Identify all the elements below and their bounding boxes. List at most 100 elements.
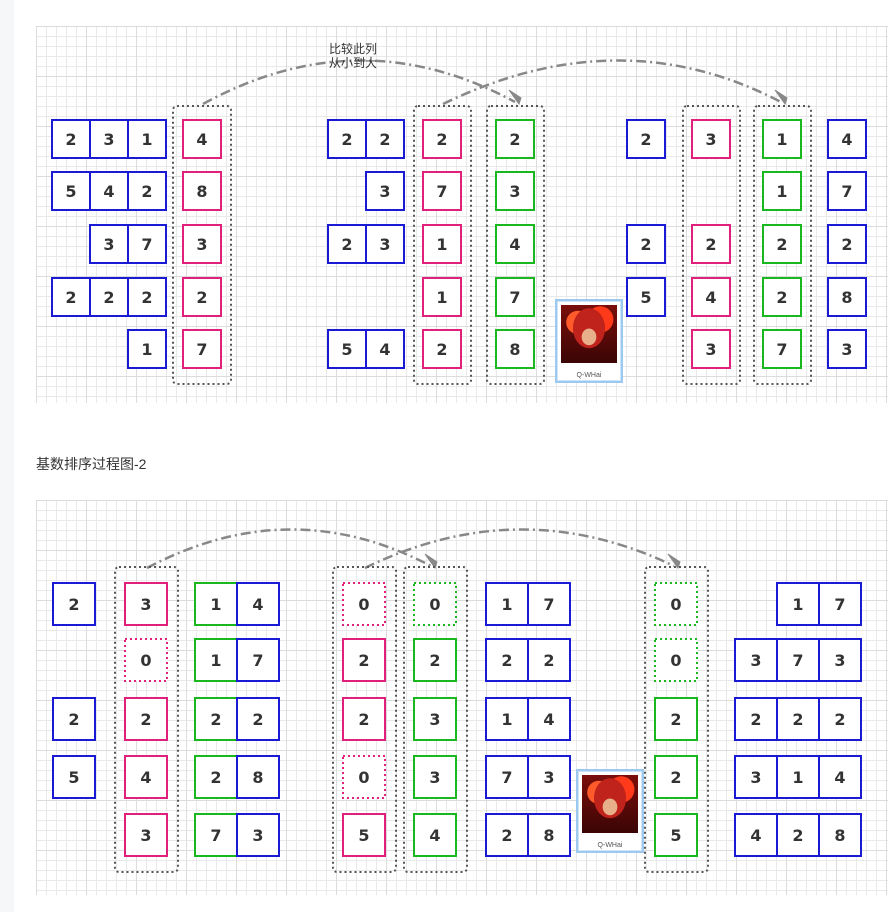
d1-b-sorted-1-digit: 3	[509, 182, 520, 201]
watermark-avatar-1: Q-WHai	[555, 299, 623, 383]
d2-final-2-2-digit: 2	[834, 710, 845, 729]
page-left-gutter	[0, 0, 14, 912]
d1-b-prefix-0-0-digit: 2	[341, 130, 352, 149]
d1-b-prefix-0-1-box	[365, 119, 405, 159]
d1-c-mid-0-digit: 3	[705, 130, 716, 149]
d1-b-digit-4-box	[422, 329, 462, 369]
d1-b-digit-2-digit: 1	[436, 235, 447, 254]
d2-gsorted-1-box	[654, 638, 698, 682]
d1-b-digit-3-digit: 1	[436, 288, 447, 307]
arrow-d2-left	[146, 528, 432, 570]
d2-pink-0-digit: 0	[358, 595, 369, 614]
d1-b-digit-0-digit: 2	[436, 130, 447, 149]
d2-bluepair-2-0-digit: 1	[501, 710, 512, 729]
d1-compare-2-digit: 3	[196, 235, 207, 254]
d2-final-3-0-digit: 3	[750, 768, 761, 787]
d1-b-sorted-3-digit: 7	[509, 288, 520, 307]
d1-input-3-0-digit: 2	[65, 288, 76, 307]
d1-b-sorted-3-box	[495, 277, 535, 317]
d1-b-digit-4-digit: 2	[436, 340, 447, 359]
d2-pair-4-a-box	[194, 813, 238, 857]
d1-c-mid-2-box	[691, 224, 731, 264]
d1-input-1-0-digit: 5	[65, 182, 76, 201]
d2-gsorted-3-box	[654, 755, 698, 799]
d1-input-0-2-box	[127, 119, 167, 159]
diagram-2-caption: 基数排序过程图-2	[36, 456, 147, 472]
d2-pair-4-a-digit: 7	[210, 826, 221, 845]
d2-final-3-1-box	[776, 755, 820, 799]
d1-compare-4-box	[182, 329, 222, 369]
d1-compare-4-digit: 7	[196, 340, 207, 359]
d2-bluepair-1-1-digit: 2	[543, 651, 554, 670]
d1-input-4-0-box	[127, 329, 167, 369]
d2-bucket-4-box	[124, 813, 168, 857]
d2-bucket-2-digit: 2	[140, 710, 151, 729]
d2-final-2-1-digit: 2	[792, 710, 803, 729]
d1-input-1-1-box	[89, 171, 129, 211]
d2-pair-0-b-digit: 4	[252, 595, 263, 614]
d1-c-sorted-2-digit: 2	[776, 235, 787, 254]
d2-pair-0-a-digit: 1	[210, 595, 221, 614]
d1-b-digit-1-box	[422, 171, 462, 211]
arrow-d1-left	[202, 59, 516, 106]
d1-c-sorted-3-box	[762, 277, 802, 317]
d2-final-4-2-box	[818, 813, 862, 857]
d1-b-prefix-4-1-box	[365, 329, 405, 369]
d1-input-1-2-digit: 2	[141, 182, 152, 201]
d2-bucket-0-digit: 3	[140, 595, 151, 614]
d2-final-4-0-digit: 4	[750, 826, 761, 845]
d1-compare-1-box	[182, 171, 222, 211]
d2-gsorted-2-box	[654, 697, 698, 741]
d1-input-3-2-digit: 2	[141, 288, 152, 307]
d2-final-1-1-digit: 7	[792, 651, 803, 670]
d2-pink-4-digit: 5	[358, 826, 369, 845]
d2-final-1-1-box	[776, 638, 820, 682]
d1-b-sorted-0-digit: 2	[509, 130, 520, 149]
bucket-d1-compare	[172, 105, 232, 385]
d1-c-sorted-4-box	[762, 329, 802, 369]
d1-b-prefix-4-0-box	[327, 329, 367, 369]
d1-c-sorted-3-digit: 2	[776, 288, 787, 307]
avatar-watermark-label: Q-WHai	[597, 842, 623, 849]
d1-c-right-4-box	[827, 329, 867, 369]
d1-c-right-3-digit: 8	[841, 288, 852, 307]
d2-final-4-2-digit: 8	[834, 826, 845, 845]
d2-final-1-0-box	[734, 638, 778, 682]
d2-gsorted-0-box	[654, 582, 698, 626]
d1-c-sorted-0-digit: 1	[776, 130, 787, 149]
d2-green-1-box	[413, 638, 457, 682]
d1-c-sorted-1-box	[762, 171, 802, 211]
avatar-image	[561, 305, 617, 363]
bucket-d2-pink	[332, 566, 397, 873]
d2-green-4-digit: 4	[429, 826, 440, 845]
d1-b-digit-0-box	[422, 119, 462, 159]
d1-b-prefix-4-0-digit: 5	[341, 340, 352, 359]
d1-input-0-0-box	[51, 119, 91, 159]
d1-b-digit-3-box	[422, 277, 462, 317]
d1-input-3-0-box	[51, 277, 91, 317]
d2-bluepair-2-1-digit: 4	[543, 710, 554, 729]
d1-c-left-2-digit: 2	[640, 235, 651, 254]
d2-bluepair-0-1-box	[527, 582, 571, 626]
d1-input-0-2-digit: 1	[141, 130, 152, 149]
d2-bluepair-1-0-digit: 2	[501, 651, 512, 670]
d1-input-1-1-digit: 4	[103, 182, 114, 201]
d1-c-right-2-digit: 2	[841, 235, 852, 254]
watermark-avatar-2: Q-WHai	[576, 769, 644, 853]
arrow-d2-right-head	[667, 553, 681, 570]
diagram-1-grid	[36, 26, 888, 403]
d2-pink-2-digit: 2	[358, 710, 369, 729]
d2-green-3-box	[413, 755, 457, 799]
d1-b-sorted-4-box	[495, 329, 535, 369]
d1-c-right-4-digit: 3	[841, 340, 852, 359]
d2-first-2-digit: 2	[68, 710, 79, 729]
d2-pair-2-a-digit: 2	[210, 710, 221, 729]
d1-b-sorted-2-box	[495, 224, 535, 264]
d1-c-left-3-digit: 5	[640, 288, 651, 307]
d2-pink-0-box	[342, 582, 386, 626]
d2-bluepair-2-1-box	[527, 697, 571, 741]
d1-input-2-1-box	[127, 224, 167, 264]
d1-b-prefix-4-1-digit: 4	[379, 340, 390, 359]
d2-bluepair-0-0-digit: 1	[501, 595, 512, 614]
